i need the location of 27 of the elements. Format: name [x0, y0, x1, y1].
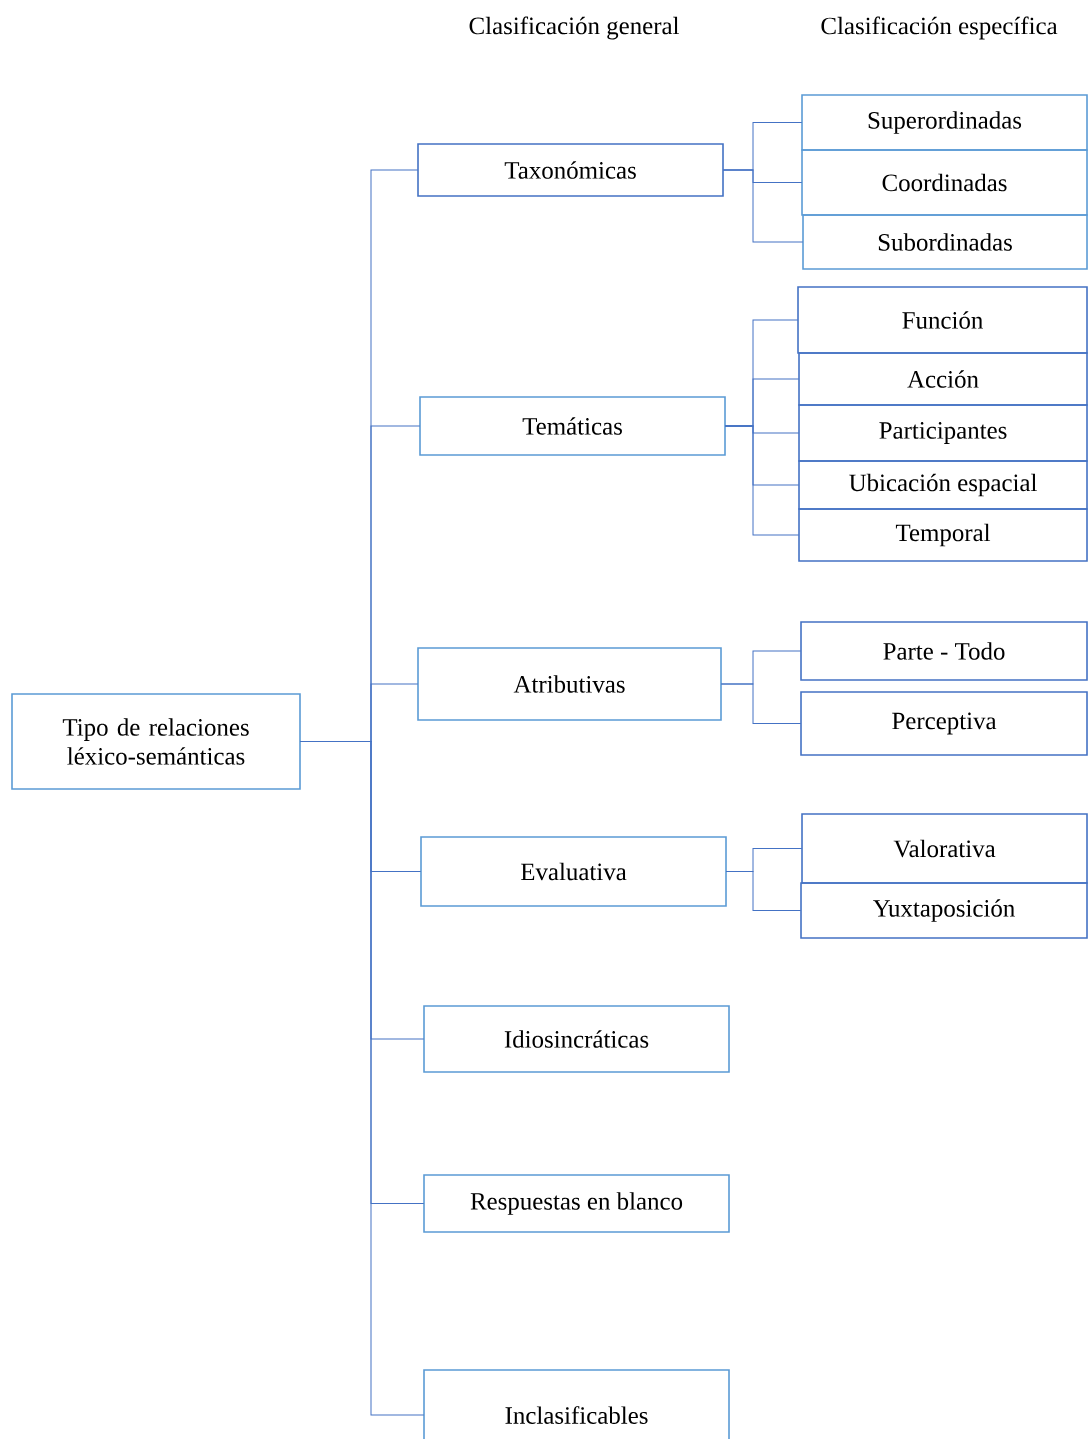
connector — [720, 683, 802, 724]
category-box: Subordinadas — [802, 214, 1088, 270]
category-box: Taxonómicas — [417, 143, 724, 197]
category-box: Evaluativa — [420, 836, 727, 907]
category-box: Temporal — [798, 508, 1088, 562]
category-box: Temáticas — [419, 396, 726, 456]
category-box: Participantes — [798, 404, 1088, 462]
category-box: Superordinadas — [801, 94, 1088, 151]
category-box: Valorativa — [801, 813, 1088, 884]
connector — [722, 169, 804, 243]
category-box: Yuxtaposición — [800, 882, 1088, 939]
category-box: Coordinadas — [801, 149, 1088, 216]
category-box: Idiosincráticas — [423, 1005, 730, 1073]
category-box: Inclasificables — [423, 1369, 730, 1439]
column-heading: Clasificación general — [469, 16, 679, 40]
category-box: Atributivas — [417, 647, 722, 721]
root-box: Tipo de relaciones léxico-semánticas — [11, 693, 301, 790]
connector — [724, 425, 800, 536]
category-box: Función — [797, 286, 1088, 354]
category-box: Acción — [798, 352, 1088, 406]
column-heading: Clasificación específica — [821, 16, 1058, 40]
category-box: Parte - Todo — [800, 621, 1088, 681]
connector — [725, 871, 802, 911]
category-box: Respuestas en blanco — [423, 1174, 730, 1233]
connector — [299, 741, 425, 1416]
category-box: Perceptiva — [800, 691, 1088, 756]
category-box: Ubicación espacial — [798, 460, 1088, 510]
